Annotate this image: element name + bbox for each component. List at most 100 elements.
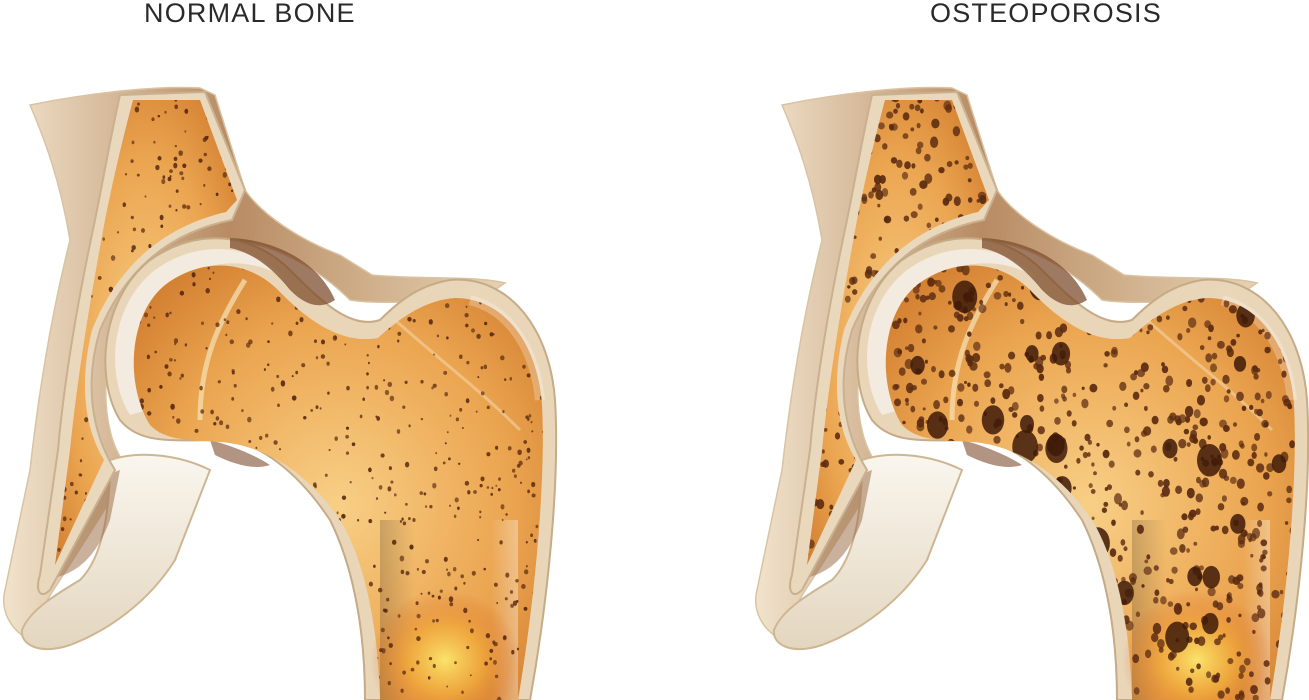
bone-pore	[247, 588, 253, 594]
bone-pore	[1270, 185, 1277, 194]
bone-pore	[1089, 92, 1092, 96]
bone-pore	[493, 140, 497, 144]
bone-pore	[927, 277, 935, 287]
bone-pore	[215, 669, 218, 673]
bone-pore	[174, 144, 177, 148]
bone-pore	[351, 442, 356, 447]
bone-pore	[1268, 106, 1277, 116]
bone-pore	[479, 510, 482, 514]
bone-pore	[1041, 100, 1048, 107]
bone-pore	[1079, 445, 1084, 451]
bone-pore	[322, 605, 325, 609]
bone-pore	[1198, 127, 1204, 134]
bone-pore	[1161, 362, 1165, 367]
bone-pore	[966, 425, 973, 434]
bone-pore	[476, 333, 481, 339]
bone-pore	[400, 688, 404, 693]
bone-pore	[468, 619, 471, 623]
bone-pore	[444, 303, 450, 309]
bone-pore	[175, 189, 179, 193]
bone-pore	[1182, 526, 1189, 533]
bone-pore	[199, 202, 202, 206]
bone-pore	[338, 299, 342, 303]
bone-pore	[911, 163, 916, 169]
bone-pore	[1032, 619, 1039, 625]
bone-pore	[980, 601, 984, 605]
bone-pore	[549, 597, 552, 601]
bone-pore	[1081, 386, 1085, 390]
bone-pore	[953, 648, 960, 658]
bone-pore	[1161, 132, 1166, 138]
bone-pore	[515, 600, 519, 603]
bone-pore	[1158, 100, 1166, 101]
bone-pore	[191, 272, 196, 278]
bone-pore	[1002, 521, 1009, 528]
bone-pore	[863, 691, 871, 700]
bone-pore	[155, 164, 160, 171]
bone-pore	[397, 339, 400, 343]
bone-pore	[108, 641, 111, 645]
bone-pore	[409, 104, 412, 108]
bone-pore	[1163, 112, 1169, 119]
bone-pore	[420, 90, 423, 93]
bone-pore	[963, 380, 968, 384]
bone-pore	[1284, 243, 1290, 251]
bone-pore	[1042, 490, 1047, 495]
bone-pore	[208, 277, 212, 281]
bone-pore	[1223, 395, 1230, 403]
bone-pore	[1236, 333, 1240, 338]
bone-pore	[1089, 121, 1094, 126]
bone-pore	[956, 398, 964, 407]
bone-pore	[908, 694, 913, 700]
bone-pore	[252, 631, 257, 636]
bone-pore	[164, 110, 167, 114]
bone-pore	[794, 267, 797, 271]
bone-pore	[352, 93, 355, 98]
bone-pore	[384, 389, 390, 396]
bone-pore	[1023, 185, 1027, 189]
bone-pore	[1238, 245, 1247, 255]
bone-pore	[377, 134, 382, 141]
bone-pore	[351, 676, 356, 682]
bone-pore	[972, 608, 978, 616]
bone-pore	[205, 509, 208, 512]
bone-pore	[1186, 129, 1194, 140]
bone-pore	[1046, 161, 1051, 167]
bone-pore	[1301, 179, 1308, 188]
bone-pore	[368, 519, 372, 523]
bone-pore	[880, 624, 884, 630]
bone-pore	[1211, 352, 1218, 360]
bone-pore	[842, 690, 847, 697]
bone-pore	[922, 620, 927, 626]
bone-pore	[1161, 365, 1169, 374]
bone-pore	[298, 524, 301, 527]
bone-pore	[865, 646, 874, 655]
bone-pore	[421, 193, 424, 197]
bone-pore	[523, 606, 528, 611]
large-bone-cavity	[1202, 612, 1219, 635]
bone-pore	[1250, 205, 1257, 214]
bone-pore	[1009, 477, 1014, 482]
bone-pore	[1076, 222, 1081, 226]
bone-pore	[1163, 195, 1168, 201]
bone-pore	[169, 175, 172, 178]
bone-pore	[1105, 107, 1113, 117]
bone-pore	[493, 659, 497, 665]
bone-pore	[266, 170, 269, 173]
bone-pore	[1257, 520, 1263, 527]
bone-pore	[479, 515, 482, 519]
bone-pore	[264, 620, 269, 626]
bone-pore	[324, 473, 328, 477]
bone-pore	[1197, 636, 1206, 646]
bone-pore	[1216, 340, 1225, 349]
bone-pore	[362, 397, 365, 401]
bone-pore	[993, 291, 1002, 300]
bone-pore	[1121, 500, 1128, 511]
bone-pore	[1184, 405, 1194, 418]
bone-pore	[1271, 166, 1279, 176]
bone-pore	[929, 629, 936, 637]
bone-pore	[464, 480, 470, 486]
bone-pore	[465, 323, 469, 328]
bone-pore	[1018, 567, 1023, 574]
bone-pore	[1052, 525, 1058, 532]
